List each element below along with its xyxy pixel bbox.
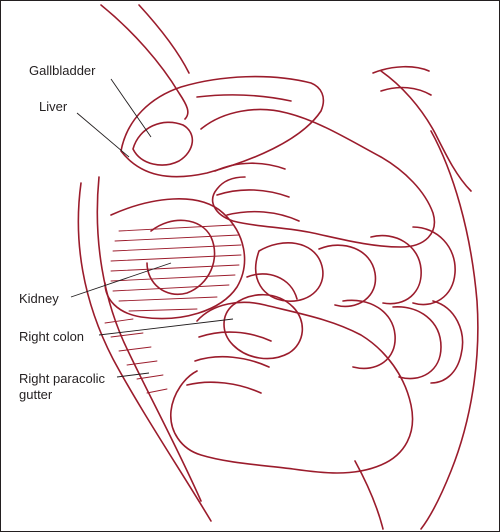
gallbladder-leader (110, 78, 152, 138)
right-colon-label: Right colon (19, 329, 85, 344)
liver-lobe-edge (196, 94, 292, 102)
liver-leader (76, 112, 130, 158)
lower-hand-finger-2 (194, 355, 270, 368)
retroperitoneum-hatching (110, 224, 242, 312)
gallbladder-label: Gallbladder (29, 63, 96, 78)
retractor-edge (138, 4, 190, 74)
paracolic-gutter-leader (116, 372, 150, 378)
kidney-outline (146, 219, 216, 296)
upper-hand-wrist (380, 70, 472, 192)
liver-label: Liver (39, 99, 68, 114)
upper-hand-cuff (372, 65, 432, 96)
small-bowel-loops (246, 226, 464, 384)
upper-hand-finger-2 (216, 189, 290, 198)
lower-hand-wrist (354, 460, 384, 530)
kidney-label: Kidney (19, 291, 59, 306)
paracolic-gutter-hatching (104, 318, 168, 394)
kidney-leader (70, 262, 172, 298)
lower-hand-finger-3 (186, 381, 262, 394)
lower-hand-finger-1 (198, 331, 272, 342)
upper-hand-finger-1 (214, 162, 286, 172)
abdominal-wall (77, 182, 212, 522)
retroperitoneum-outline (104, 198, 246, 320)
liver-outline (120, 75, 325, 178)
gallbladder-outline (132, 121, 194, 166)
upper-hand-finger-3 (226, 210, 300, 222)
abdominal-wall-inner (96, 176, 202, 502)
right-colon-leader (98, 318, 234, 336)
right-flank-wall (420, 130, 479, 530)
right-colon (223, 294, 304, 360)
lower-hand (170, 301, 414, 474)
upper-hand (200, 108, 436, 248)
paracolic-gutter-label: Right paracolic gutter (19, 371, 105, 402)
